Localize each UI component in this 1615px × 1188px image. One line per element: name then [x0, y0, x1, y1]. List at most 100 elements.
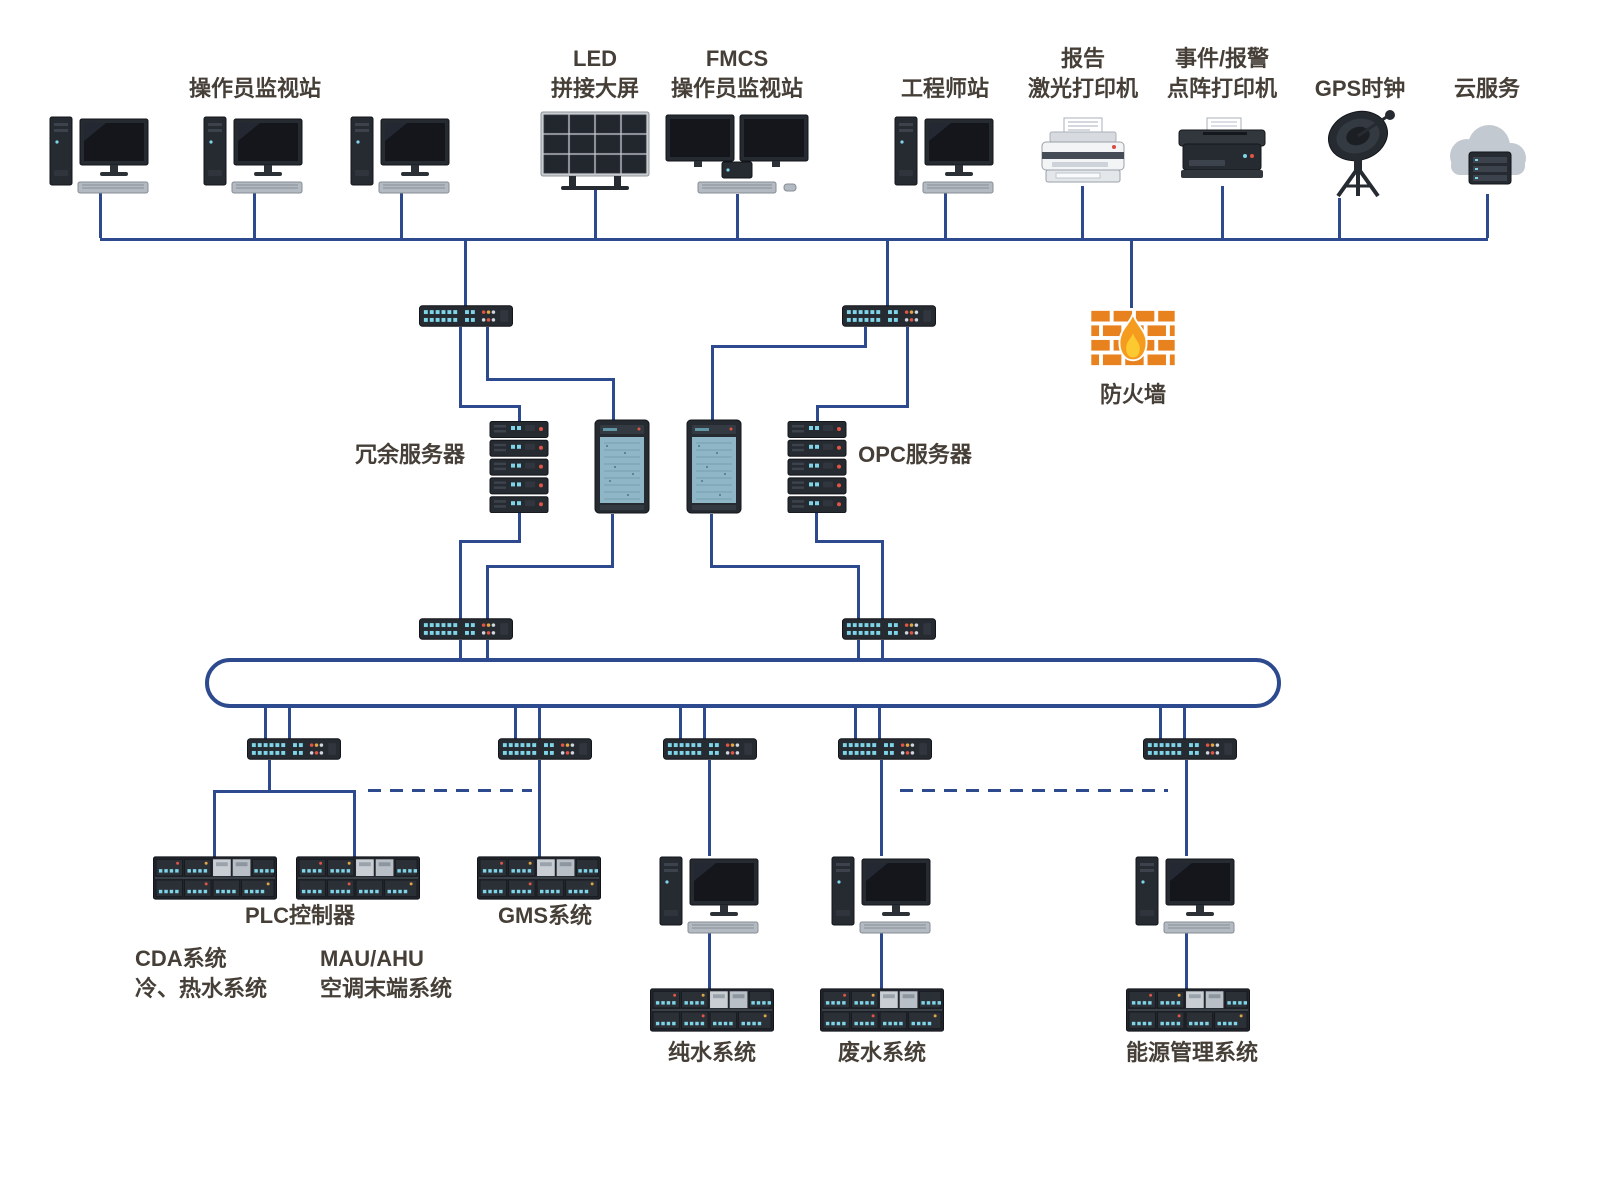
- connector-line: [711, 345, 867, 348]
- connector-line: [881, 540, 884, 620]
- network-switch-icon: [498, 738, 592, 760]
- connector-line: [1183, 704, 1186, 740]
- server-stack-icon: [489, 421, 549, 513]
- connector-line: [1486, 194, 1489, 238]
- operator-stations-label: 操作员监视站: [188, 76, 322, 101]
- cloud-service-label: 云服务: [1453, 76, 1521, 101]
- connector-line: [100, 238, 1488, 241]
- connector-line: [878, 704, 881, 740]
- connector-line: [708, 933, 711, 990]
- plc-controller-label: PLC控制器: [244, 903, 356, 928]
- operator-workstation-1: [48, 114, 152, 195]
- network-switch-icon: [663, 738, 757, 760]
- network-switch-icon: [838, 738, 932, 760]
- field-switch-2: [498, 738, 592, 760]
- connector-line: [486, 640, 489, 660]
- laser-printer-icon: [1036, 116, 1130, 188]
- field-switch-3: [663, 738, 757, 760]
- connector-line: [213, 790, 216, 858]
- plc-rack-energy: [1126, 988, 1250, 1032]
- rack-cabinet-icon: [594, 419, 650, 514]
- connector-line: [815, 540, 884, 543]
- server-rack-cabinet-1: [594, 419, 650, 514]
- cloud-service: [1437, 116, 1537, 196]
- gps-clock-label: GPS时钟: [1314, 76, 1406, 101]
- connector-line: [736, 194, 739, 238]
- connector-line: [459, 640, 462, 660]
- led-wall-label-line1: LED: [573, 46, 617, 71]
- plc-rack-icon: [296, 856, 420, 900]
- connector-line: [1081, 186, 1084, 238]
- report-printer-label-line1: 报告: [1060, 46, 1106, 71]
- fmcs-operator-station: [664, 112, 810, 196]
- firewall-icon: [1087, 306, 1179, 370]
- connector-line: [611, 514, 614, 568]
- connector-line: [594, 190, 597, 238]
- connector-line: [708, 760, 711, 856]
- connector-line: [400, 193, 403, 238]
- alarm-dotmatrix-printer: [1175, 116, 1269, 188]
- dot-matrix-printer-icon: [1175, 116, 1269, 188]
- connector-line: [518, 513, 521, 543]
- waste-water-label: 废水系统: [837, 1040, 927, 1065]
- connector-line: [710, 514, 713, 568]
- connector-line: [1159, 704, 1162, 740]
- field-switch-1: [247, 738, 341, 760]
- workstation-icon: [1134, 854, 1238, 935]
- connector-line: [486, 327, 489, 381]
- connector-line: [264, 704, 267, 740]
- gps-clock: [1314, 104, 1406, 200]
- engineer-workstation: [893, 114, 997, 195]
- plc-rack-icon: [477, 856, 601, 900]
- plc-rack-pure-water: [650, 988, 774, 1032]
- pure-water-label: 纯水系统: [667, 1040, 757, 1065]
- redundant-server-label: 冗余服务器: [354, 442, 466, 467]
- dual-monitor-workstation-icon: [664, 112, 810, 196]
- connector-line: [538, 760, 541, 858]
- workstation-icon: [830, 854, 934, 935]
- report-printer-label-line2: 激光打印机: [1027, 76, 1139, 101]
- opc-server-label: OPC服务器: [858, 442, 972, 467]
- opc-server-stack: [787, 421, 847, 513]
- connector-line: [816, 405, 819, 423]
- led-wall-label-line2: 拼接大屏: [550, 76, 640, 101]
- connector-line: [486, 565, 489, 620]
- network-switch-icon: [419, 305, 513, 327]
- switch-top-left: [419, 305, 513, 327]
- network-switch-icon: [419, 618, 513, 640]
- engineer-station-label: 工程师站: [900, 76, 990, 101]
- plc-rack-cda: [153, 856, 277, 900]
- ring-network-bus: [205, 658, 1281, 708]
- cda-system-label-line2: 冷、热水系统: [135, 976, 268, 1001]
- connector-line: [464, 241, 467, 307]
- connector-line: [1221, 186, 1224, 238]
- connector-line: [538, 704, 541, 740]
- connector-line: [459, 540, 521, 543]
- waste-water-workstation: [830, 854, 934, 935]
- connector-line: [1185, 760, 1188, 856]
- connector-line: [1185, 933, 1188, 990]
- connector-line: [703, 704, 706, 740]
- alarm-printer-label-line2: 点阵打印机: [1166, 76, 1278, 101]
- connector-line: [944, 193, 947, 238]
- connector-line: [816, 405, 909, 408]
- energy-workstation: [1134, 854, 1238, 935]
- plc-rack-waste-water: [820, 988, 944, 1032]
- connector-line: [711, 345, 714, 421]
- connector-line: [213, 790, 356, 793]
- rack-cabinet-icon: [686, 419, 742, 514]
- fmcs-label-line2: 操作员监视站: [670, 76, 804, 101]
- workstation-icon: [349, 114, 453, 195]
- dashed-connector-line: [368, 789, 532, 792]
- connector-line: [486, 565, 614, 568]
- operator-workstation-2: [202, 114, 306, 195]
- connector-line: [880, 760, 883, 856]
- connector-line: [886, 241, 889, 307]
- plc-rack-icon: [650, 988, 774, 1032]
- satellite-dish-icon: [1314, 104, 1406, 200]
- switch-mid-right: [842, 618, 936, 640]
- connector-line: [353, 790, 356, 858]
- connector-line: [857, 640, 860, 660]
- connector-line: [253, 193, 256, 238]
